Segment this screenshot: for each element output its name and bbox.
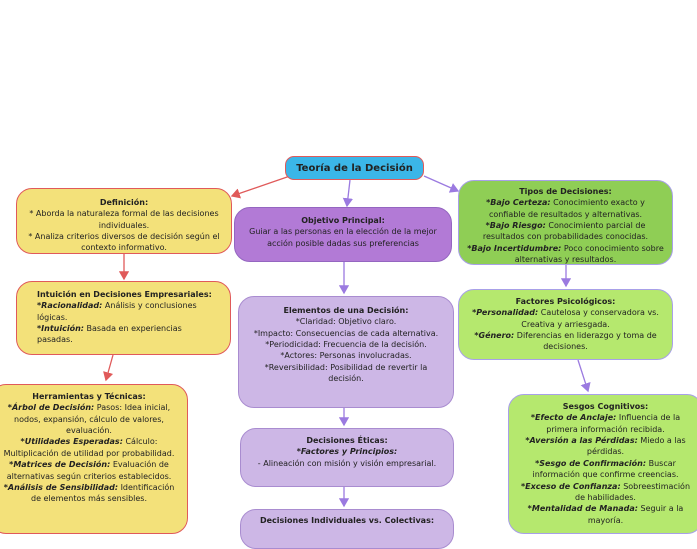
node-line: - Alineación con misión y visión empresa… [257, 458, 437, 468]
node-sesgos[interactable]: Sesgos Cognitivos: *Efecto de Anclaje: I… [508, 394, 697, 534]
node-objetivo[interactable]: Objetivo Principal: Guiar a las personas… [234, 207, 452, 262]
item-text: Conocimiento parcial de resultados con p… [482, 221, 649, 242]
item-key: *Utilidades Esperadas: [20, 437, 123, 447]
item-key: *Intuición: [37, 324, 84, 334]
node-title: Intuición en Decisiones Empresariales: [37, 290, 212, 299]
item-key: *Análisis de Sensibilidad: [3, 482, 119, 492]
item-key: *Factores y Principios: [296, 447, 398, 457]
item-text: Análisis y conclusiones lógicas. [37, 301, 197, 322]
connector-layer [103, 175, 591, 508]
node-definicion[interactable]: Definición: * Aborda la naturaleza forma… [16, 188, 232, 254]
node-elementos[interactable]: Elementos de una Decisión: *Claridad: Ob… [238, 296, 454, 408]
node-line: *Periodicidad: Frecuencia de la decisión… [265, 340, 427, 350]
node-title: Tipos de Decisiones: [519, 187, 612, 196]
item-text: Cautelosa y conservadora vs. Creativa y … [521, 308, 659, 329]
node-line: * Aborda la naturaleza formal de las dec… [29, 209, 219, 230]
item-text: Sobreestimación de habilidades. [575, 481, 691, 502]
item-key: *Mentalidad de Manada: [527, 504, 638, 514]
node-herramientas[interactable]: Herramientas y Técnicas: *Árbol de Decis… [0, 384, 188, 534]
node-item: *Sesgo de Confirmación: Buscar informaci… [517, 458, 694, 481]
node-line: *Impacto: Consecuencias de cada alternat… [253, 328, 439, 338]
node-item: *Mentalidad de Manada: Seguir a la mayor… [517, 503, 694, 526]
node-item: *Árbol de Decisión: Pasos: Idea inicial,… [0, 402, 179, 436]
item-text: Diferencias en liderazgo y toma de decis… [514, 331, 657, 352]
node-intuicion[interactable]: Intuición en Decisiones Empresariales: *… [16, 281, 231, 355]
node-title: Decisiones Éticas: [306, 436, 388, 445]
item-key: *Exceso de Confianza: [520, 481, 621, 491]
item-key: *Bajo Riesgo: [485, 221, 546, 231]
item-key: *Matrices de Decisión: [9, 460, 111, 470]
node-line: *Actores: Personas involucradas. [280, 351, 412, 361]
item-key: *Sesgo de Confirmación: [535, 458, 647, 468]
node-item: *Matrices de Decisión: Evaluación de alt… [0, 459, 179, 482]
node-line: * Analiza criterios diversos de decisión… [28, 232, 220, 253]
item-key: *Personalidad: [472, 308, 539, 318]
item-text: Conocimiento exacto y confiable de resul… [488, 198, 645, 219]
node-individuales[interactable]: Decisiones Individuales vs. Colectivas: [240, 509, 454, 549]
node-title: Factores Psicológicos: [515, 297, 616, 306]
node-item: *Personalidad: Cautelosa y conservadora … [467, 307, 664, 330]
root-node[interactable]: Teoría de la Decisión [285, 156, 424, 180]
node-item: *Bajo Riesgo: Conocimiento parcial de re… [467, 220, 664, 243]
node-item: *Aversión a las Pérdidas: Miedo a las pé… [517, 435, 694, 458]
item-text: Influencia de la primera información rec… [546, 413, 681, 434]
item-key: *Racionalidad: [37, 301, 103, 311]
node-title: Sesgos Cognitivos: [562, 402, 649, 411]
link-root-tipos [423, 175, 460, 193]
item-text: Cálculo: Multiplicación de utilidad por … [3, 437, 175, 458]
item-key: *Bajo Certeza: [486, 198, 551, 208]
item-key: *Género: [474, 331, 515, 341]
node-title: Herramientas y Técnicas: [32, 392, 146, 401]
node-tipos[interactable]: Tipos de Decisiones: *Bajo Certeza: Cono… [458, 180, 673, 265]
node-item: *Efecto de Anclaje: Influencia de la pri… [517, 412, 694, 435]
node-eticas[interactable]: Decisiones Éticas: *Factores y Principio… [240, 428, 454, 487]
item-text: Basada en experiencias pasadas. [37, 324, 182, 345]
node-title: Objetivo Principal: [301, 216, 385, 225]
node-item: *Bajo Incertidumbre: Poco conocimiento s… [467, 243, 664, 265]
node-subtitle: *Factores y Principios: [249, 446, 445, 457]
node-title: Elementos de una Decisión: [283, 306, 409, 315]
node-line: *Reversibilidad: Posibilidad de revertir… [264, 362, 428, 384]
node-item: *Bajo Certeza: Conocimiento exacto y con… [467, 197, 664, 220]
node-line: Guiar a las personas en la elección de l… [249, 227, 437, 248]
item-text: Evaluación de alternativas según criteri… [6, 460, 172, 481]
node-item: *Exceso de Confianza: Sobreestimación de… [517, 481, 694, 504]
node-title: Definición: [99, 198, 149, 207]
node-item: *Racionalidad: Análisis y conclusiones l… [37, 300, 220, 323]
item-key: *Aversión a las Pérdidas: [525, 436, 638, 446]
node-item: *Análisis de Sensibilidad: Identificació… [0, 482, 179, 505]
item-key: *Árbol de Decisión: [7, 403, 95, 413]
item-key: *Bajo Incertidumbre: [467, 243, 562, 253]
item-text: Pasos: Idea inicial, nodos, expansión, c… [14, 403, 171, 436]
item-text: Identificación de elementos más sensible… [30, 482, 175, 504]
node-item: *Género: Diferencias en liderazgo y toma… [467, 330, 664, 353]
node-item: *Utilidades Esperadas: Cálculo: Multipli… [0, 436, 179, 459]
node-line: *Claridad: Objetivo claro. [295, 317, 397, 327]
node-psicologicos[interactable]: Factores Psicológicos: *Personalidad: Ca… [458, 289, 673, 360]
item-text: Buscar información que confirme creencia… [532, 458, 679, 480]
link-psicologicos-sesgos [577, 359, 591, 393]
link-root-objetivo [342, 179, 354, 208]
item-key: *Efecto de Anclaje: [530, 413, 617, 423]
item-text: Miedo a las pérdidas. [586, 436, 686, 457]
root-label: Teoría de la Decisión [296, 163, 413, 174]
node-item: *Intuición: Basada en experiencias pasad… [37, 323, 220, 346]
item-text: Poco conocimiento sobre alternativas y r… [514, 243, 664, 265]
link-root-definicion [230, 175, 291, 199]
node-title: Decisiones Individuales vs. Colectivas: [259, 516, 435, 525]
link-intuicion-herramientas [103, 354, 114, 382]
